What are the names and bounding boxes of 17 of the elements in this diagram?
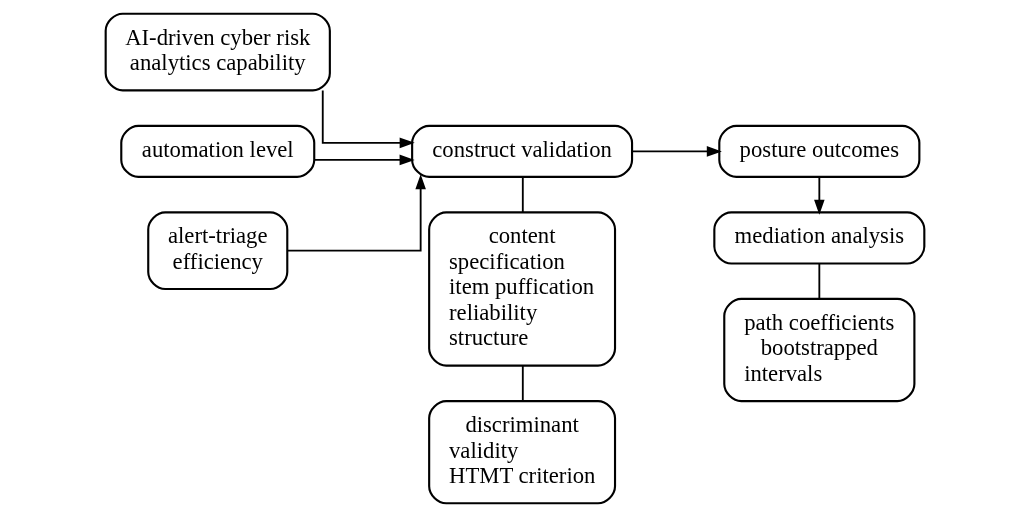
node-box: discriminant validity HTMT criterion <box>427 400 616 505</box>
connector <box>521 176 524 214</box>
node-box: content specification item puffication reliability structure <box>427 211 616 367</box>
arrow <box>813 176 825 215</box>
node-box: alert-triage efficiency <box>146 211 288 291</box>
arrow <box>286 174 426 252</box>
node-box: mediation analysis <box>712 211 925 265</box>
connector <box>521 364 524 402</box>
arrow <box>321 89 415 149</box>
connector <box>817 263 820 300</box>
arrow <box>630 146 722 157</box>
arrow <box>313 154 415 166</box>
node-box: posture outcomes <box>717 124 920 178</box>
node-box: automation level <box>119 124 315 178</box>
node-box: path coefficients bootstrapped intervals <box>722 297 915 403</box>
node-box: construct validation <box>410 124 633 178</box>
node-box: AI-driven cyber risk analytics capability <box>104 12 331 92</box>
